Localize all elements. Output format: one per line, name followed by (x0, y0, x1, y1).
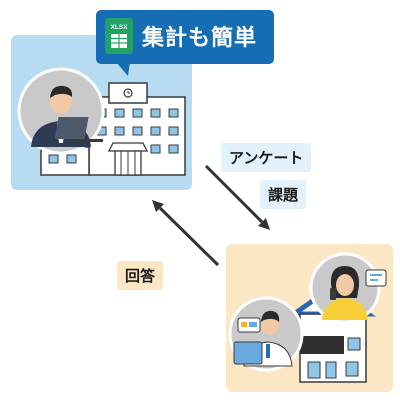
home-panel (226, 244, 393, 392)
task-label: 課題 (260, 180, 307, 209)
teacher-illustration (17, 67, 105, 155)
student-girl-illustration (309, 252, 387, 324)
school-building (40, 82, 186, 176)
spreadsheet-icon: XLSX (105, 18, 133, 54)
arrow-up-left-icon (152, 200, 220, 267)
home-illustration (228, 252, 387, 383)
school-illustration (17, 67, 186, 176)
callout-tail (116, 62, 130, 76)
arrow-down-right-icon (204, 164, 270, 230)
student-boy-illustration (228, 296, 304, 372)
xlsx-label: XLSX (111, 24, 129, 31)
callout-title: 集計も簡単 (142, 26, 258, 51)
answer-label: 回答 (117, 261, 164, 290)
survey-label: アンケート (221, 143, 312, 172)
